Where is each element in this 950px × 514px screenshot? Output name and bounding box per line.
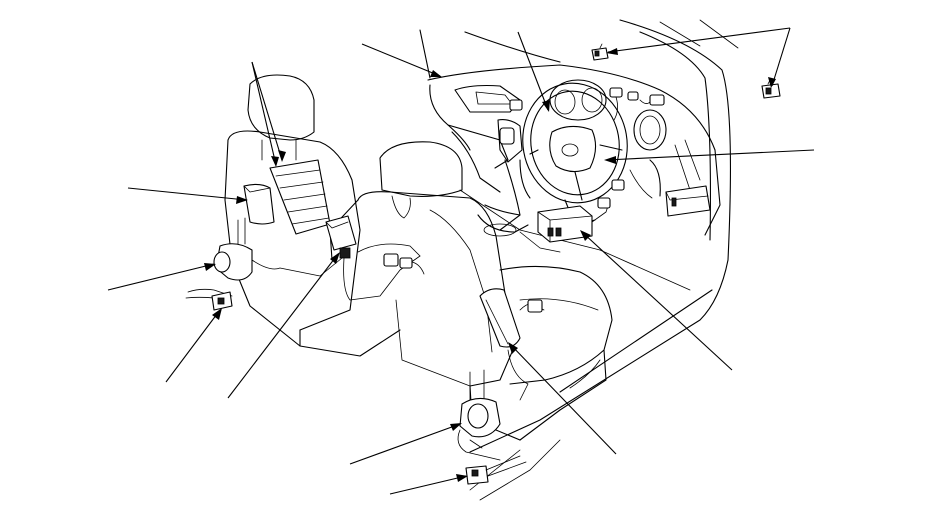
vehicle-body-outline bbox=[419, 19, 739, 501]
callout-4 bbox=[606, 27, 791, 88]
dash-connector-right bbox=[649, 94, 665, 106]
driver-airbag-module bbox=[549, 125, 597, 173]
steering-wheel bbox=[519, 82, 628, 226]
callout-1 bbox=[251, 61, 286, 167]
center-console bbox=[477, 159, 561, 253]
front-pretensioner bbox=[457, 369, 527, 485]
callout-3 bbox=[517, 31, 550, 112]
callout-13 bbox=[580, 230, 733, 371]
loose-connector-1 bbox=[591, 43, 609, 61]
rear-seat bbox=[224, 74, 471, 387]
seatback-control-unit bbox=[325, 215, 425, 301]
callout-2 bbox=[361, 43, 442, 77]
callout-11 bbox=[389, 474, 468, 495]
side-airbag bbox=[479, 288, 545, 401]
callout-8 bbox=[165, 308, 222, 383]
front-seat bbox=[329, 141, 613, 441]
loose-connector-2 bbox=[761, 79, 781, 99]
dash-connectors bbox=[509, 87, 665, 209]
callout-7 bbox=[107, 263, 216, 291]
left-pretensioner bbox=[185, 217, 343, 311]
callout-10 bbox=[349, 423, 462, 465]
rear-side-sensor bbox=[243, 183, 275, 225]
callout-6 bbox=[127, 187, 248, 204]
callout-12 bbox=[508, 342, 617, 455]
callout-leaders bbox=[107, 27, 815, 495]
callout-9 bbox=[227, 252, 340, 399]
callout-5 bbox=[604, 149, 815, 164]
front-side-sensor bbox=[665, 185, 711, 217]
dash-connector-left bbox=[609, 87, 623, 98]
